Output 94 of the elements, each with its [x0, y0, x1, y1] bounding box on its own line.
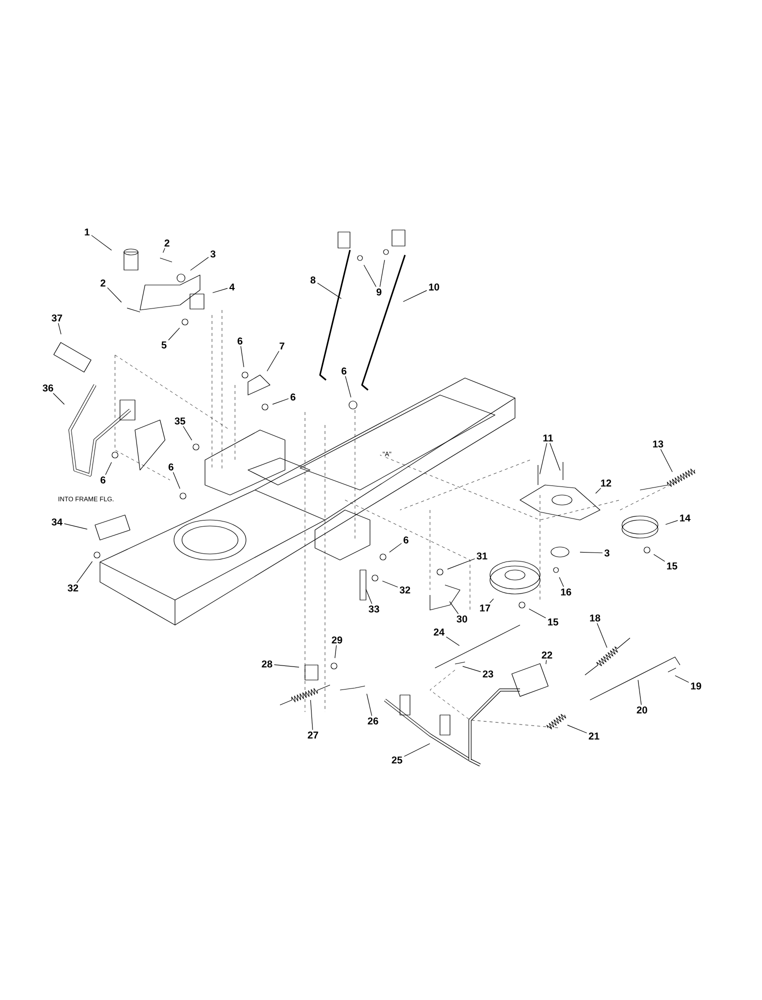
callout-number: 15: [667, 562, 678, 570]
leader-line: [559, 577, 564, 588]
leader-line: [389, 543, 402, 553]
leader-line: [638, 680, 642, 706]
callout-number: 6: [168, 463, 174, 471]
callout-number: 31: [476, 552, 488, 560]
leader-line: [449, 601, 459, 614]
callout-number: 11: [543, 434, 553, 442]
leader-line: [404, 743, 430, 757]
leader-line: [366, 694, 372, 716]
leader-line: [317, 282, 342, 299]
leader-line: [580, 552, 603, 554]
leader-line: [653, 554, 666, 562]
leader-line: [162, 248, 166, 253]
leader-line: [528, 608, 546, 618]
callout-number: 7: [280, 342, 284, 350]
callout-number: 10: [429, 283, 440, 291]
callout-number: 20: [636, 706, 648, 714]
callout-number: 12: [601, 480, 612, 486]
callout-number: 33: [368, 605, 380, 613]
callout-number: 23: [482, 670, 494, 678]
callout-number: 15: [548, 618, 558, 626]
leader-line: [382, 580, 398, 588]
callout-number: 6: [404, 536, 408, 544]
leader-line: [168, 328, 180, 340]
callout-number: 25: [392, 756, 402, 764]
callout-number: 36: [42, 384, 54, 392]
callout-number: 24: [434, 628, 444, 636]
callout-number: 8: [310, 276, 316, 284]
callout-number: 32: [68, 584, 78, 592]
leader-line: [366, 589, 372, 604]
leader-line: [107, 287, 122, 303]
leader-line: [660, 448, 673, 472]
callout-number: 32: [400, 586, 410, 594]
callout-number: 29: [332, 636, 342, 644]
leader-line: [274, 664, 300, 668]
callout-number: 9: [376, 288, 382, 296]
callout-number: 28: [262, 660, 272, 668]
callout-number: 2: [164, 240, 170, 246]
callout-number: 13: [653, 440, 664, 448]
leader-line: [402, 290, 428, 302]
callout-number: 26: [368, 717, 378, 725]
leader-line: [489, 598, 494, 604]
leader-line: [172, 472, 180, 489]
leader-line: [595, 488, 602, 494]
callout-number: 6: [290, 393, 296, 401]
leader-line: [665, 520, 678, 525]
leader-line: [272, 398, 289, 405]
callout-number: 1: [84, 228, 90, 236]
callout-number: 27: [308, 732, 318, 738]
callout-number: 34: [52, 518, 62, 526]
callout-number: 14: [680, 514, 690, 522]
leader-line: [212, 288, 228, 294]
leader-line: [58, 322, 62, 335]
leader-line: [182, 426, 192, 440]
callout-number: 6: [342, 367, 346, 375]
leader-line: [64, 523, 88, 530]
callout-number: 6: [238, 337, 242, 345]
leader-line: [596, 622, 608, 648]
leader-line: [446, 636, 460, 646]
leader-line: [674, 675, 690, 683]
leader-line: [266, 350, 280, 372]
leader-line: [546, 660, 547, 664]
callout-number: 17: [480, 604, 490, 612]
callout-number: 4: [229, 284, 235, 290]
leader-line: [567, 724, 588, 734]
leader-line: [310, 700, 313, 730]
callout-number: 21: [588, 732, 600, 740]
leader-line: [105, 462, 112, 476]
leader-line: [550, 442, 560, 471]
callout-number: 22: [542, 652, 552, 658]
callout-number: 18: [590, 614, 600, 622]
callout-number: 19: [691, 682, 702, 690]
leader-line: [52, 392, 65, 405]
leader-line: [539, 442, 548, 474]
leader-line: [364, 264, 376, 288]
leader-line: [76, 561, 93, 584]
leader-line: [91, 235, 112, 251]
callout-number: 35: [174, 417, 186, 425]
callout-number: 6: [100, 476, 106, 484]
callout-number: 3: [210, 250, 216, 258]
leader-line: [345, 376, 352, 398]
callout-number: 2: [100, 280, 106, 286]
callout-number: 16: [561, 588, 572, 596]
leader-line: [462, 666, 482, 672]
leader-line: [334, 644, 337, 658]
leader-line: [380, 260, 385, 288]
callout-number: 30: [456, 615, 468, 623]
leader-line: [240, 346, 244, 368]
leader-line: [447, 558, 476, 570]
callout-number: 3: [604, 549, 610, 557]
callout-number: 5: [162, 342, 166, 348]
callout-number: 37: [52, 314, 62, 322]
leader-line: [190, 256, 209, 271]
